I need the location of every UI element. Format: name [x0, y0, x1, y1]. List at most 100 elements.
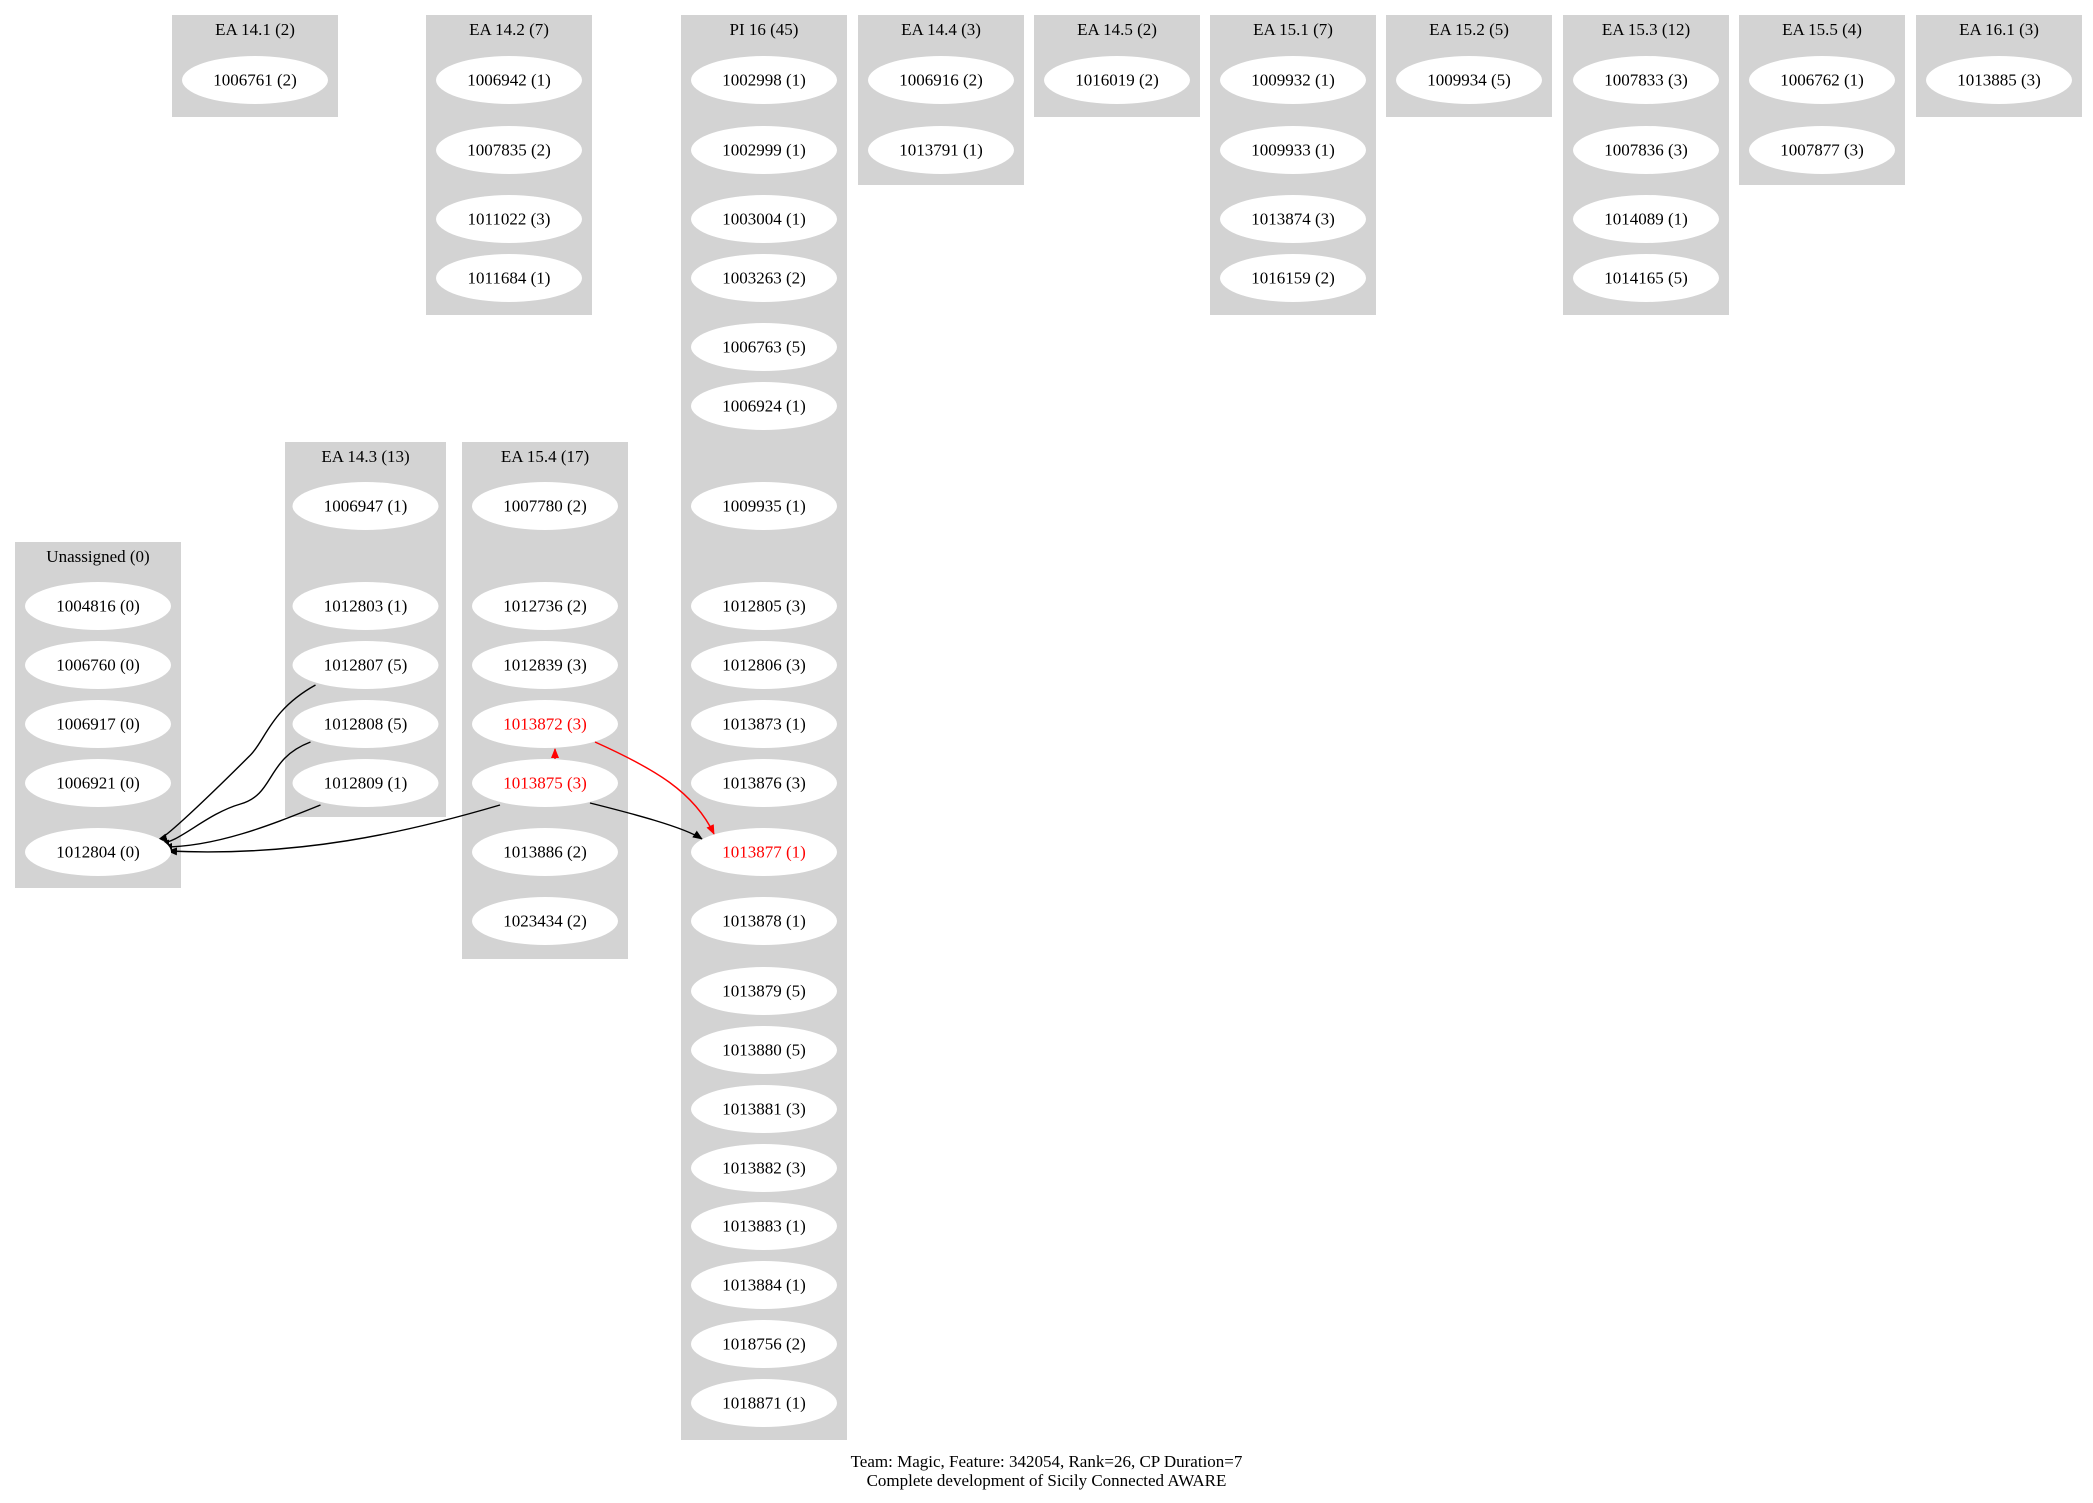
node-ellipse[interactable]	[691, 126, 837, 174]
node-1012804[interactable]: 1012804 (0)	[25, 828, 171, 876]
node-1012805[interactable]: 1012805 (3)	[691, 582, 837, 630]
node-ellipse[interactable]	[691, 1026, 837, 1074]
node-1013881[interactable]: 1013881 (3)	[691, 1085, 837, 1133]
node-1002999[interactable]: 1002999 (1)	[691, 126, 837, 174]
node-1012803[interactable]: 1012803 (1)	[292, 582, 439, 630]
node-1011022[interactable]: 1011022 (3)	[436, 195, 582, 243]
node-ellipse[interactable]	[292, 582, 439, 630]
node-1009932[interactable]: 1009932 (1)	[1220, 56, 1366, 104]
node-ellipse[interactable]	[691, 323, 837, 371]
node-ellipse[interactable]	[1220, 56, 1366, 104]
node-ellipse[interactable]	[691, 759, 837, 807]
node-1006763[interactable]: 1006763 (5)	[691, 323, 837, 371]
node-ellipse[interactable]	[691, 582, 837, 630]
node-ellipse[interactable]	[1573, 56, 1719, 104]
node-ellipse[interactable]	[436, 195, 582, 243]
node-1013872[interactable]: 1013872 (3)	[472, 700, 618, 748]
node-1009933[interactable]: 1009933 (1)	[1220, 126, 1366, 174]
node-ellipse[interactable]	[472, 828, 618, 876]
node-ellipse[interactable]	[691, 1379, 837, 1427]
node-1006947[interactable]: 1006947 (1)	[292, 482, 439, 530]
node-ellipse[interactable]	[1220, 254, 1366, 302]
node-1018871[interactable]: 1018871 (1)	[691, 1379, 837, 1427]
node-1013883[interactable]: 1013883 (1)	[691, 1202, 837, 1250]
node-1012809[interactable]: 1012809 (1)	[292, 759, 439, 807]
node-1007877[interactable]: 1007877 (3)	[1749, 126, 1895, 174]
node-1014165[interactable]: 1014165 (5)	[1573, 254, 1719, 302]
node-ellipse[interactable]	[292, 641, 439, 689]
node-1002998[interactable]: 1002998 (1)	[691, 56, 837, 104]
node-1013791[interactable]: 1013791 (1)	[868, 126, 1014, 174]
node-1013876[interactable]: 1013876 (3)	[691, 759, 837, 807]
node-ellipse[interactable]	[1044, 56, 1190, 104]
node-ellipse[interactable]	[868, 126, 1014, 174]
node-ellipse[interactable]	[472, 700, 618, 748]
node-ellipse[interactable]	[691, 56, 837, 104]
node-ellipse[interactable]	[25, 641, 171, 689]
node-1013886[interactable]: 1013886 (2)	[472, 828, 618, 876]
node-ellipse[interactable]	[472, 759, 618, 807]
node-ellipse[interactable]	[436, 254, 582, 302]
node-ellipse[interactable]	[1573, 195, 1719, 243]
node-ellipse[interactable]	[1926, 56, 2072, 104]
node-ellipse[interactable]	[472, 897, 618, 945]
node-ellipse[interactable]	[1749, 126, 1895, 174]
node-1011684[interactable]: 1011684 (1)	[436, 254, 582, 302]
node-1009934[interactable]: 1009934 (5)	[1396, 56, 1542, 104]
node-ellipse[interactable]	[1396, 56, 1542, 104]
node-1013874[interactable]: 1013874 (3)	[1220, 195, 1366, 243]
node-1006762[interactable]: 1006762 (1)	[1749, 56, 1895, 104]
node-ellipse[interactable]	[691, 1202, 837, 1250]
node-1004816[interactable]: 1004816 (0)	[25, 582, 171, 630]
node-ellipse[interactable]	[691, 1085, 837, 1133]
node-ellipse[interactable]	[292, 759, 439, 807]
node-ellipse[interactable]	[691, 967, 837, 1015]
node-ellipse[interactable]	[1573, 126, 1719, 174]
node-1009935[interactable]: 1009935 (1)	[691, 482, 837, 530]
node-ellipse[interactable]	[182, 56, 328, 104]
node-1006942[interactable]: 1006942 (1)	[436, 56, 582, 104]
node-ellipse[interactable]	[25, 759, 171, 807]
node-1014089[interactable]: 1014089 (1)	[1573, 195, 1719, 243]
node-ellipse[interactable]	[868, 56, 1014, 104]
node-1006917[interactable]: 1006917 (0)	[25, 700, 171, 748]
node-1006921[interactable]: 1006921 (0)	[25, 759, 171, 807]
node-1003004[interactable]: 1003004 (1)	[691, 195, 837, 243]
node-ellipse[interactable]	[292, 700, 439, 748]
node-ellipse[interactable]	[436, 56, 582, 104]
node-ellipse[interactable]	[691, 641, 837, 689]
node-1007833[interactable]: 1007833 (3)	[1573, 56, 1719, 104]
node-1016159[interactable]: 1016159 (2)	[1220, 254, 1366, 302]
node-ellipse[interactable]	[691, 254, 837, 302]
node-1016019[interactable]: 1016019 (2)	[1044, 56, 1190, 104]
node-1006761[interactable]: 1006761 (2)	[182, 56, 328, 104]
node-ellipse[interactable]	[691, 1320, 837, 1368]
node-1013878[interactable]: 1013878 (1)	[691, 897, 837, 945]
node-1012808[interactable]: 1012808 (5)	[292, 700, 439, 748]
node-1013873[interactable]: 1013873 (1)	[691, 700, 837, 748]
node-1013880[interactable]: 1013880 (5)	[691, 1026, 837, 1074]
node-ellipse[interactable]	[472, 641, 618, 689]
node-ellipse[interactable]	[1220, 126, 1366, 174]
node-ellipse[interactable]	[691, 482, 837, 530]
node-1012736[interactable]: 1012736 (2)	[472, 582, 618, 630]
node-ellipse[interactable]	[691, 382, 837, 430]
node-ellipse[interactable]	[691, 1261, 837, 1309]
node-ellipse[interactable]	[1749, 56, 1895, 104]
node-1012807[interactable]: 1012807 (5)	[292, 641, 439, 689]
node-1013882[interactable]: 1013882 (3)	[691, 1144, 837, 1192]
node-ellipse[interactable]	[292, 482, 439, 530]
node-1006916[interactable]: 1006916 (2)	[868, 56, 1014, 104]
node-ellipse[interactable]	[25, 582, 171, 630]
node-1007780[interactable]: 1007780 (2)	[472, 482, 618, 530]
node-ellipse[interactable]	[691, 1144, 837, 1192]
node-ellipse[interactable]	[691, 828, 837, 876]
node-ellipse[interactable]	[1573, 254, 1719, 302]
node-ellipse[interactable]	[691, 700, 837, 748]
node-ellipse[interactable]	[25, 700, 171, 748]
node-1012839[interactable]: 1012839 (3)	[472, 641, 618, 689]
node-1003263[interactable]: 1003263 (2)	[691, 254, 837, 302]
node-1006924[interactable]: 1006924 (1)	[691, 382, 837, 430]
node-1013877[interactable]: 1013877 (1)	[691, 828, 837, 876]
node-ellipse[interactable]	[472, 582, 618, 630]
